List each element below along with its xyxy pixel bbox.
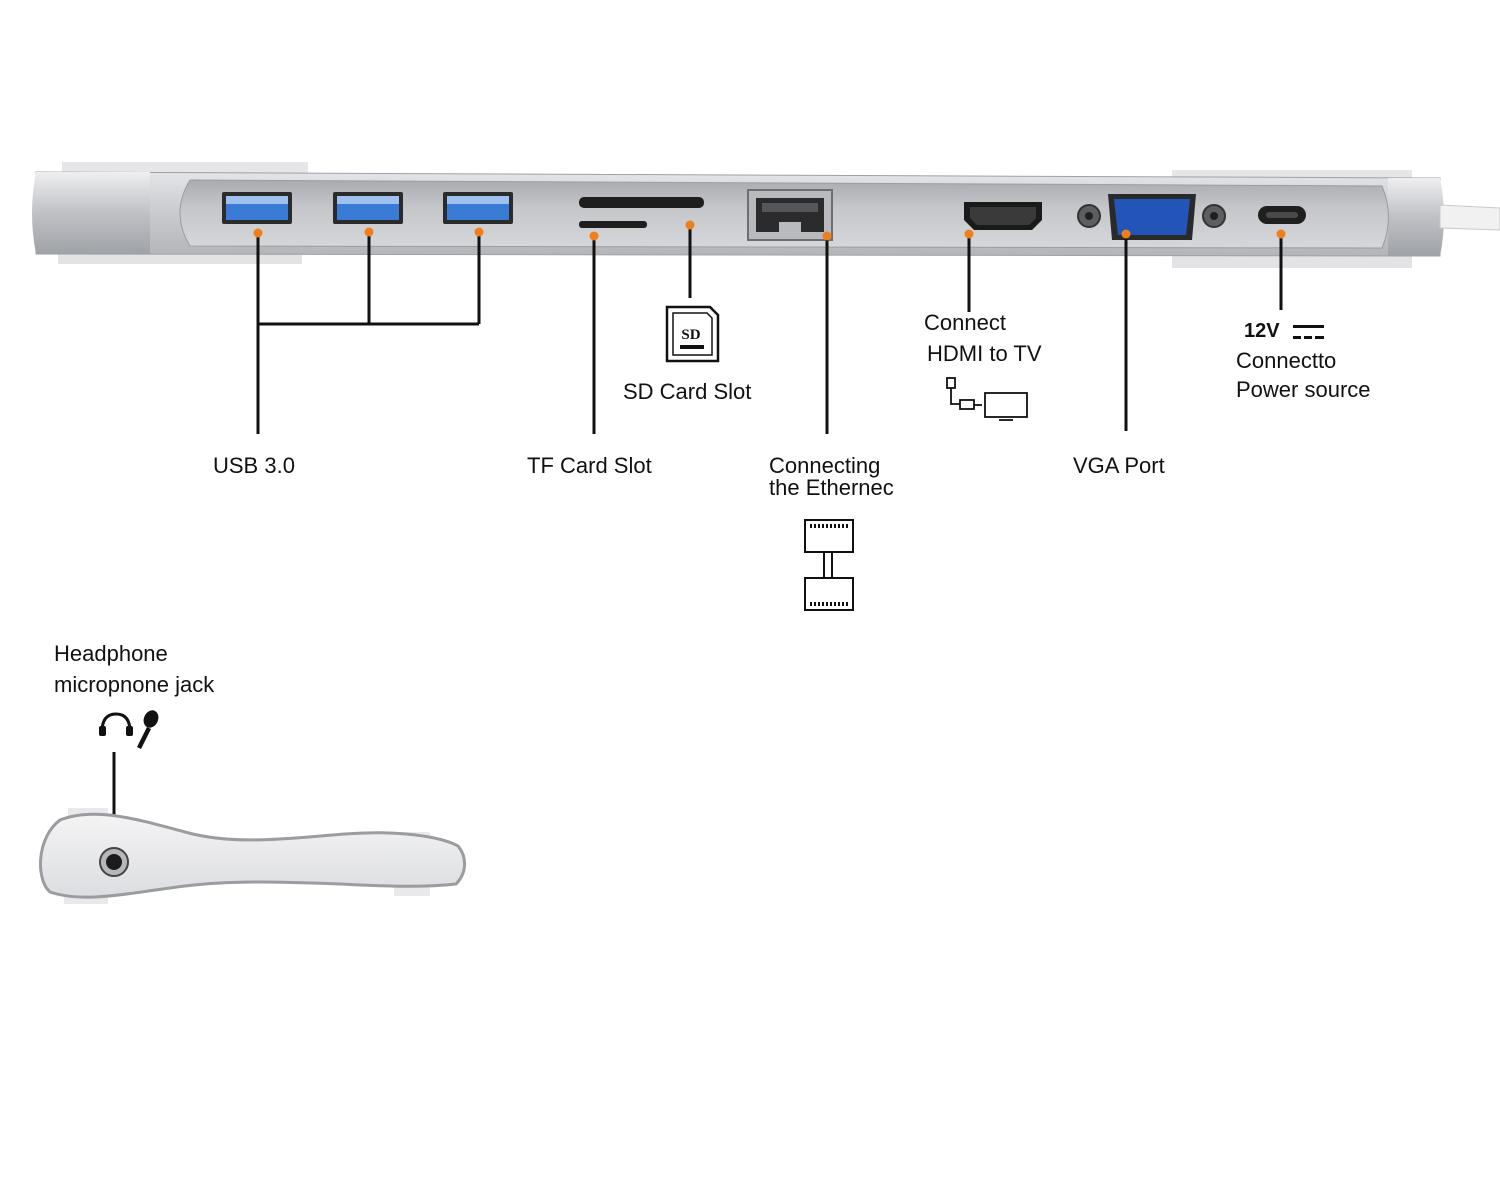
- sd-card-label: SD Card Slot: [623, 379, 752, 404]
- audio-label-line1: Headphone: [54, 641, 168, 666]
- ethernet-label: Connecting the Ethernec: [769, 455, 894, 499]
- ethernet-label-line1: Connecting: [769, 453, 881, 478]
- sd-card-icon-text: SD: [681, 327, 700, 343]
- usb-port-3: [443, 192, 513, 224]
- hdmi-label-line1: Connect: [924, 310, 1006, 335]
- audio-jack: [99, 847, 129, 877]
- accent-dots: [109, 220, 1286, 832]
- leader-lines: [112, 226, 1283, 826]
- dc-power-icon: [1293, 325, 1324, 339]
- power-label: Connectto Power source: [1236, 348, 1371, 403]
- hdmi-port: [964, 202, 1042, 230]
- power-voltage-label: 12V: [1244, 320, 1280, 342]
- hub-side-view: [39, 808, 466, 904]
- usb-port-2: [333, 192, 403, 224]
- sd-card-slot-opening: [579, 197, 704, 208]
- ethernet-cable-icon: [804, 519, 854, 611]
- hdmi-label-line2: HDMI to TV: [927, 341, 1042, 366]
- sd-card-icon: [665, 305, 720, 363]
- tf-card-slot-opening: [579, 221, 647, 228]
- ethernet-port: [747, 189, 833, 241]
- power-label-line2: Power source: [1236, 376, 1371, 402]
- hdmi-tv-icon: [946, 377, 1028, 421]
- ethernet-label-line2: the Ethernec: [769, 475, 894, 500]
- headphone-icon: [99, 712, 133, 736]
- vga-port: [1077, 194, 1226, 240]
- power-label-line1: Connectto: [1236, 348, 1337, 373]
- audio-label-line2: micropnone jack: [54, 671, 215, 697]
- vga-label: VGA Port: [1073, 453, 1165, 478]
- usb-c-port: [1258, 206, 1306, 224]
- usb-label: USB 3.0: [213, 453, 295, 478]
- tf-card-label: TF Card Slot: [527, 453, 652, 478]
- audio-label: Headphone micropnone jack: [54, 641, 214, 698]
- usb-port-1: [222, 192, 292, 224]
- microphone-icon: [137, 710, 159, 749]
